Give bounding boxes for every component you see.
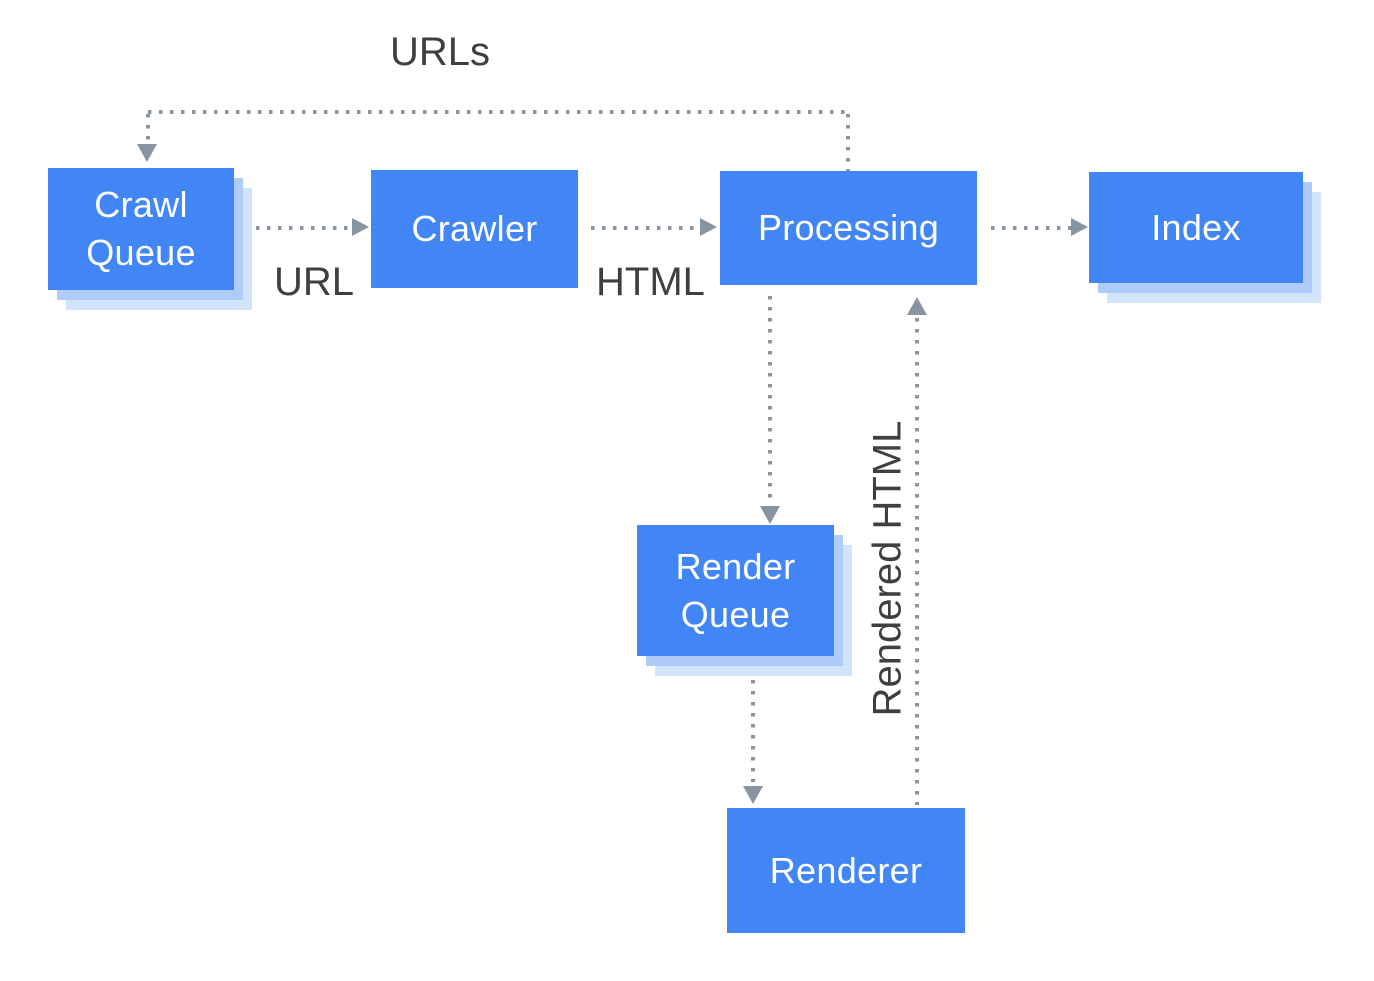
- node-crawler-label: Crawler: [411, 208, 538, 250]
- arrowhead-into-processing: [700, 218, 717, 236]
- edge-processing-to-renderqueue: [768, 296, 772, 505]
- node-renderer: Renderer: [727, 808, 965, 933]
- arrowhead-into-crawl-queue: [137, 144, 157, 162]
- node-crawl-queue-label: Crawl Queue: [86, 184, 196, 273]
- edge-crawler-to-processing: [591, 226, 699, 230]
- node-crawl-queue: Crawl Queue: [48, 168, 234, 290]
- node-crawler: Crawler: [371, 170, 578, 288]
- edge-label-urls: URLs: [390, 30, 491, 74]
- node-render-queue-label: Render Queue: [675, 545, 796, 635]
- edge-urls-feedback-right-vertical: [846, 114, 850, 171]
- arrowhead-into-crawler: [352, 218, 369, 236]
- node-index: Index: [1089, 172, 1303, 283]
- edge-renderqueue-to-renderer: [751, 680, 755, 782]
- node-processing-label: Processing: [757, 207, 940, 249]
- arrowhead-into-render-queue: [760, 506, 780, 524]
- edge-processing-to-index: [991, 226, 1071, 230]
- node-renderer-label: Renderer: [769, 849, 923, 891]
- arrowhead-into-index: [1071, 218, 1088, 236]
- arrowhead-up-into-processing: [907, 297, 927, 315]
- edge-urls-feedback-left-vertical: [146, 114, 150, 144]
- edge-label-rendered-html: Rendered HTML: [865, 420, 910, 717]
- edge-urls-feedback-horizontal: [148, 110, 850, 114]
- node-index-label: Index: [1151, 206, 1241, 248]
- edge-renderer-to-processing: [915, 318, 919, 805]
- edge-label-url: URL: [274, 260, 355, 304]
- node-processing: Processing: [720, 171, 977, 285]
- edge-crawlqueue-to-crawler: [256, 226, 350, 230]
- node-render-queue: Render Queue: [637, 525, 834, 656]
- edge-label-html: HTML: [596, 260, 705, 304]
- arrowhead-into-renderer: [743, 786, 763, 804]
